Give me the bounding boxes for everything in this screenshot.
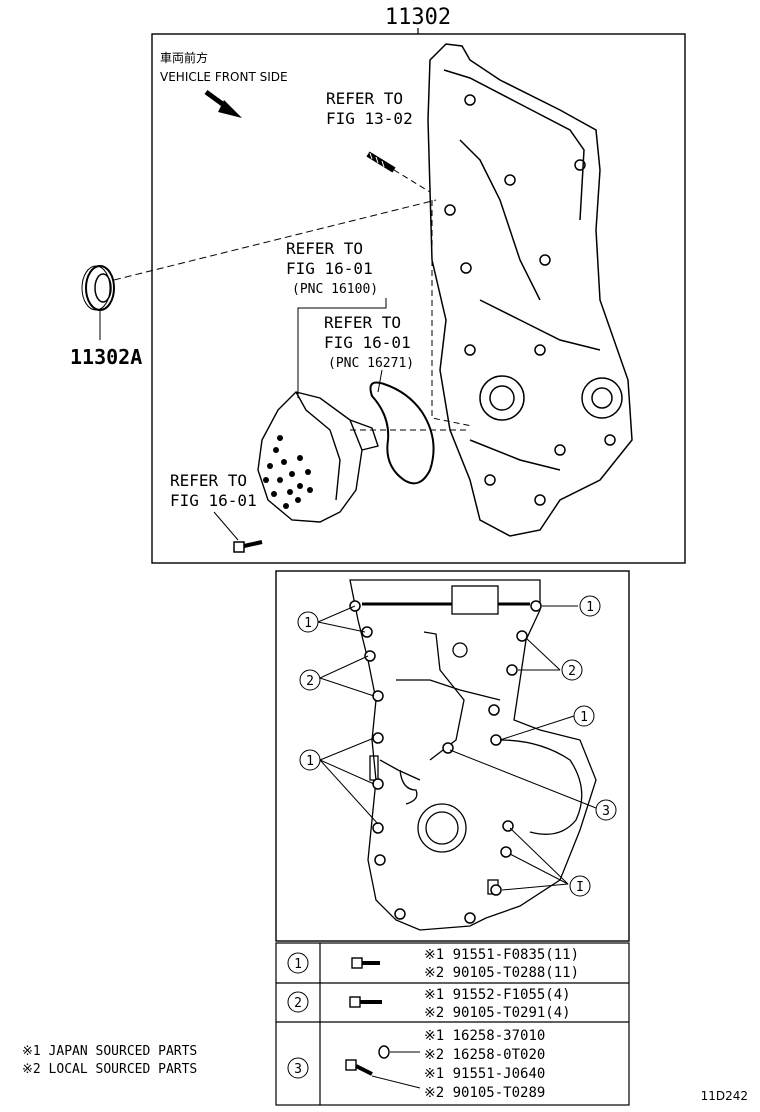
callout-2-b: 2 [568, 664, 576, 679]
water-pump-icon [257, 391, 379, 523]
table-key-1-circle [287, 952, 309, 974]
vehicle-front-arrow-icon [204, 89, 242, 118]
table-key-2-circle [287, 991, 309, 1013]
table-key-3-circle [287, 1057, 309, 1079]
gasket-icon [369, 381, 435, 485]
refer-a-line2[interactable]: FIG 13-02 [326, 109, 413, 128]
table-row-3-part-2[interactable]: ※2 16258-0T020 [424, 1047, 545, 1063]
bolt-location-frame [275, 570, 630, 942]
table-row-1-part-2[interactable]: ※2 90105-T0288(11) [424, 965, 579, 981]
legend-local: ※2 LOCAL SOURCED PARTS [22, 1062, 197, 1077]
table-key-3: 3 [294, 1062, 302, 1077]
callout-3: 3 [602, 804, 610, 819]
callout-2-a: 2 [306, 674, 314, 689]
refer-d-line1: REFER TO [170, 471, 247, 490]
refer-b-line3: (PNC 16100) [292, 282, 378, 297]
table-row-1-part-1[interactable]: ※1 91551-F0835(11) [424, 947, 579, 963]
exploded-view-frame [151, 33, 686, 564]
refer-b-line2[interactable]: FIG 16-01 [286, 259, 373, 278]
cover-front-view-icon [349, 579, 597, 931]
seal-part-number[interactable]: 11302A [70, 345, 142, 369]
oil-seal-icon [81, 265, 115, 311]
table-row-2-part-2[interactable]: ※2 90105-T0291(4) [424, 1005, 571, 1021]
refer-a-line1: REFER TO [326, 89, 403, 108]
table-row-3-part-3[interactable]: ※1 91551-J0640 [424, 1066, 545, 1082]
table-row-3-part-4[interactable]: ※2 90105-T0289 [424, 1085, 545, 1101]
table-key-1: 1 [294, 957, 302, 972]
legend-japan: ※1 JAPAN SOURCED PARTS [22, 1044, 197, 1059]
refer-c-line2[interactable]: FIG 16-01 [324, 333, 411, 352]
callout-circles [297, 595, 617, 897]
table-key-2: 2 [294, 996, 302, 1011]
main-part-number[interactable]: 11302 [385, 5, 451, 30]
callout-1-b: 1 [586, 600, 594, 615]
refer-b-line1: REFER TO [286, 239, 363, 258]
bolt-3-icon [345, 1045, 421, 1089]
vehicle-front-en-label: VEHICLE FRONT SIDE [160, 70, 288, 84]
callout-1-d: 1 [306, 754, 314, 769]
refer-d-line2[interactable]: FIG 16-01 [170, 491, 257, 510]
table-row-3-part-1[interactable]: ※1 16258-37010 [424, 1028, 545, 1044]
table-row-2-part-1[interactable]: ※1 91552-F1055(4) [424, 987, 571, 1003]
timing-cover-icon [427, 43, 633, 537]
callout-1-a: 1 [304, 616, 312, 631]
callout-leaders [317, 605, 597, 891]
refer-c-line3: (PNC 16271) [328, 356, 414, 371]
bolt-2-icon [349, 996, 382, 1008]
bolt-table [275, 942, 630, 1106]
vehicle-front-jp-label: 車両前方 [160, 50, 208, 65]
stud-bolt-icon [366, 151, 431, 193]
callout-1-c: 1 [580, 710, 588, 725]
figure-code: 11D242 [701, 1089, 748, 1103]
bolt-1-icon [351, 957, 380, 969]
callout-1-e: I [576, 880, 584, 895]
refer-c-line1: REFER TO [324, 313, 401, 332]
pump-bolt-icon [233, 540, 263, 553]
